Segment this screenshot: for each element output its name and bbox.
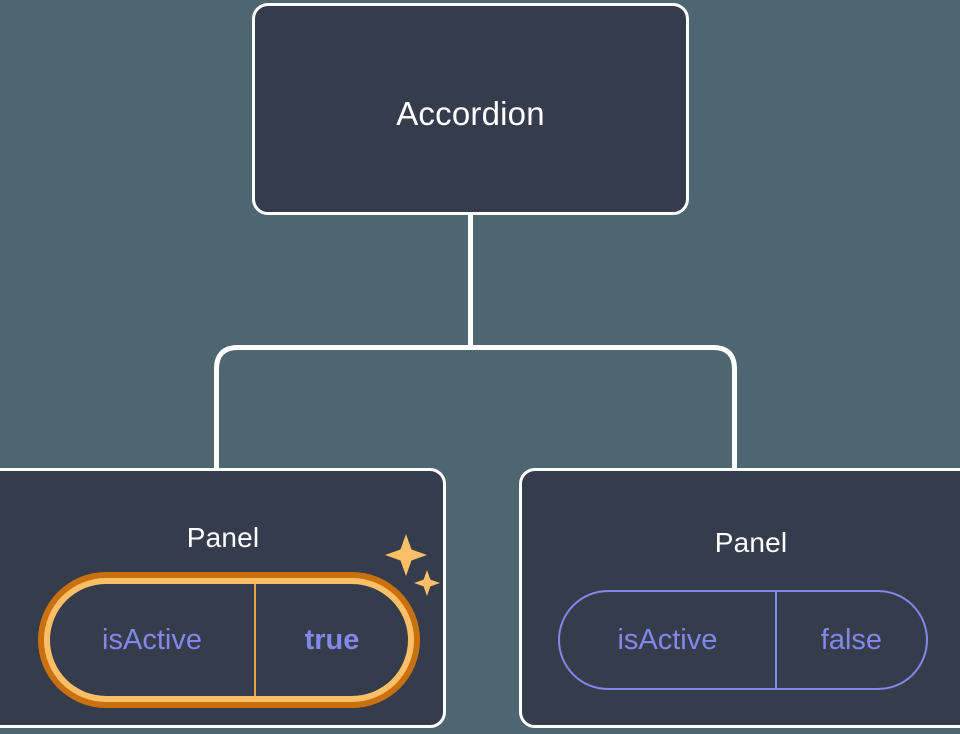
prop-pill-active-highlight-ring: isActive true (38, 572, 420, 708)
prop-pill-inactive-wrapper[interactable]: isActive false (558, 590, 928, 690)
prop-value: false (774, 592, 926, 688)
sparkle-large-icon (385, 534, 427, 576)
sparkles-icon (382, 530, 442, 600)
node-panel-active-label: Panel (186, 522, 260, 553)
prop-pill-active-wrapper[interactable]: isActive true (38, 572, 420, 708)
prop-pill-active[interactable]: isActive true (50, 584, 408, 696)
node-panel-active-content: Panel (3, 471, 443, 725)
node-panel-inactive-label: Panel (714, 527, 788, 558)
prop-pill-active-inner-ring: isActive true (44, 578, 414, 702)
prop-key: isActive (617, 624, 718, 656)
prop-value: true (253, 584, 408, 696)
sparkle-small-icon (414, 570, 440, 596)
edge-bus (214, 345, 737, 468)
prop-pill-inactive[interactable]: isActive false (558, 590, 928, 690)
node-accordion[interactable]: Accordion (252, 3, 689, 215)
node-accordion-label: Accordion (396, 95, 545, 132)
prop-key: isActive (102, 624, 202, 656)
